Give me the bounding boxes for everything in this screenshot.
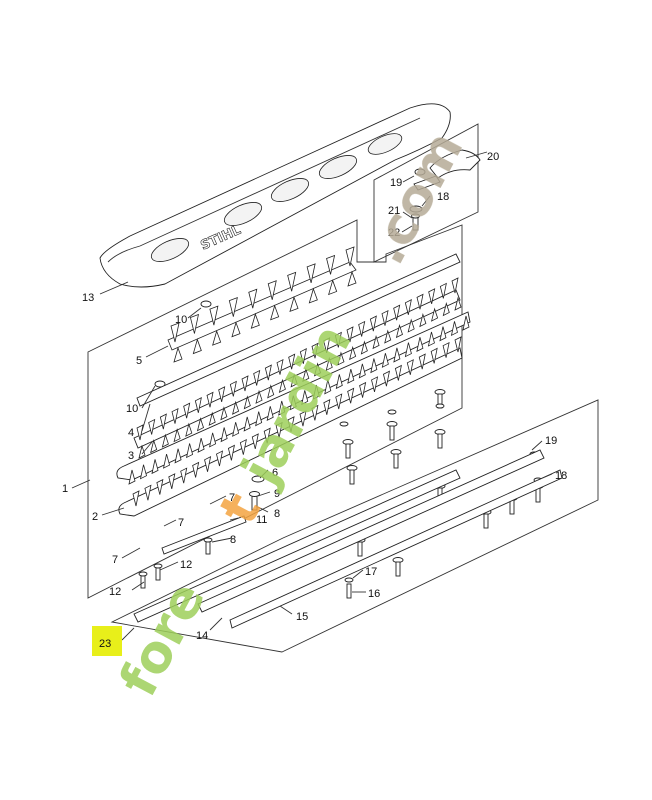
part-14-rail xyxy=(133,469,461,623)
callout-23-highlight xyxy=(92,626,122,656)
callout-8a: 8 xyxy=(274,508,280,520)
callout-22: 22 xyxy=(388,227,400,239)
sub-group-frame-20 xyxy=(373,123,479,263)
callout-17: 17 xyxy=(365,566,377,578)
callout-3: 3 xyxy=(128,450,134,462)
callout-5: 5 xyxy=(136,355,142,367)
callout-19b: 19 xyxy=(545,435,557,447)
callout-2: 2 xyxy=(92,511,98,523)
part-8-screw xyxy=(203,537,213,555)
callout-11: 11 xyxy=(256,514,267,526)
part-17-16-screw xyxy=(344,577,354,599)
callout-12a: 12 xyxy=(109,586,121,598)
callout-19a: 19 xyxy=(390,177,402,189)
callout-7c: 7 xyxy=(112,554,118,566)
callout-18b: 18 xyxy=(555,470,567,482)
callout-10b: 10 xyxy=(126,403,138,415)
part-18-washer-top xyxy=(409,205,423,213)
callout-20: 20 xyxy=(487,151,499,163)
callout-16: 16 xyxy=(368,588,380,600)
callout-1: 1 xyxy=(62,483,68,495)
part-10-nut-lower xyxy=(154,380,166,388)
part-4-guide-bar xyxy=(136,253,461,407)
part-2-cutter-blade-lower xyxy=(116,311,471,517)
callout-18a: 18 xyxy=(437,191,449,203)
part-3-cutter-blade-upper xyxy=(133,277,462,459)
callout-10a: 10 xyxy=(175,314,187,326)
callout-12b: 12 xyxy=(180,559,192,571)
callout-21: 21 xyxy=(388,205,400,217)
callout-8b: 8 xyxy=(230,534,236,546)
callout-6: 6 xyxy=(272,467,278,479)
part-20-guide-shoe xyxy=(413,149,481,191)
part-19-nut-top xyxy=(414,168,426,176)
part-9-screw xyxy=(249,491,260,511)
part-13-blade-cover: STIHL xyxy=(99,103,451,288)
callout-13: 13 xyxy=(82,292,94,304)
callout-14: 14 xyxy=(196,630,208,642)
callout-7b: 7 xyxy=(178,517,184,529)
callout-23: 23 xyxy=(99,638,111,650)
callout-4: 4 xyxy=(128,427,134,439)
part-11-spacer xyxy=(161,515,247,555)
callout-labels: 1320191821221051043126978117871212191817… xyxy=(62,151,567,650)
callout-15: 15 xyxy=(296,611,308,623)
part-12-screw-a xyxy=(153,563,163,581)
part-15-rail xyxy=(197,449,563,629)
part-21-22-screw-top xyxy=(411,213,420,231)
callout-9: 9 xyxy=(274,488,280,500)
part-10-nut-upper xyxy=(200,300,212,308)
callout-7a: 7 xyxy=(229,492,235,504)
part-5-toothed-plate xyxy=(167,246,357,363)
part-12-screw-b xyxy=(138,571,148,589)
leader-lines xyxy=(71,151,553,641)
